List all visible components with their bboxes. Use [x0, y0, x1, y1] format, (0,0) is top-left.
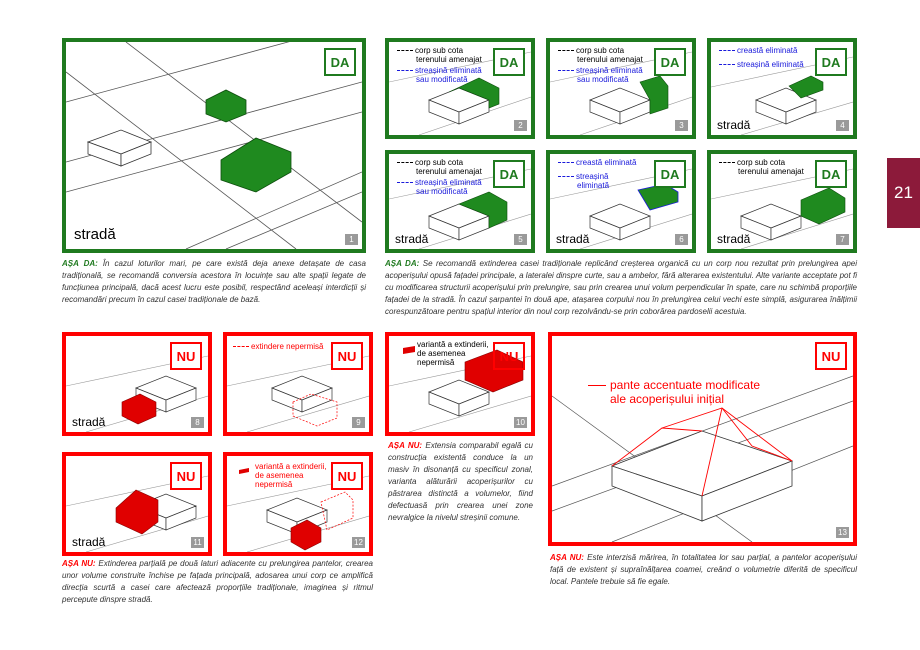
panel-number: 6: [675, 234, 688, 245]
panel-11-drawing: [66, 475, 208, 552]
da-tag: DA: [324, 48, 356, 76]
street-label: stradă: [717, 232, 751, 246]
caption-4-head: AȘA NU:: [388, 441, 423, 450]
panel-number: 4: [836, 120, 849, 131]
page-number-tab: 21: [887, 158, 920, 228]
panel-11: NU stradă 11: [62, 452, 212, 556]
panel-4-drawing: [711, 56, 853, 135]
nu-tag: NU: [815, 342, 847, 370]
panel-6-drawing: [550, 168, 692, 249]
caption-2-text: Se recomandă extinderea casei tradiționa…: [385, 259, 857, 316]
panel-9: extindere nepermisă NU 9: [223, 332, 373, 436]
da-tag: DA: [815, 48, 847, 76]
label-eave-removed: streașină eliminată: [719, 60, 804, 69]
street-label: stradă: [72, 415, 106, 429]
panel-number: 9: [352, 417, 365, 428]
street-label: stradă: [395, 232, 429, 246]
panel-number: 1: [345, 234, 358, 245]
panel-number: 13: [836, 527, 849, 538]
da-tag: DA: [493, 48, 525, 76]
nu-tag: NU: [170, 342, 202, 370]
panel-number: 5: [514, 234, 527, 245]
panel-7-drawing: [711, 168, 853, 249]
nu-tag: NU: [493, 342, 525, 370]
panel-number: 11: [191, 537, 204, 548]
panel-number: 8: [191, 417, 204, 428]
label-not-permitted: extindere nepermisă: [233, 342, 323, 351]
da-tag: DA: [815, 160, 847, 188]
caption-1-text: În cazul loturilor mari, pe care există …: [62, 259, 366, 304]
caption-1: AȘA DA: În cazul loturilor mari, pe care…: [62, 258, 366, 306]
page-number: 21: [894, 183, 913, 202]
panel-5-drawing: [389, 168, 531, 249]
caption-4: AȘA NU: Extensia comparabil egală cu con…: [388, 440, 533, 524]
caption-5: AȘA NU: Este interzisă mărirea, în total…: [550, 552, 857, 588]
panel-4: creastă eliminată streașină eliminată DA…: [707, 38, 857, 139]
panel-3-drawing: [550, 51, 692, 135]
panel-12-drawing: [227, 468, 369, 552]
da-tag: DA: [493, 160, 525, 188]
caption-2-head: AȘA DA:: [385, 259, 420, 268]
caption-3-text: Extinderea parțială pe două laturi adiac…: [62, 559, 373, 604]
street-label: stradă: [74, 226, 116, 243]
caption-5-text: Este interzisă mărirea, în totalitatea l…: [550, 553, 857, 586]
label-ridge-removed: creastă eliminată: [558, 158, 636, 167]
caption-5-head: AȘA NU:: [550, 553, 584, 562]
nu-tag: NU: [331, 342, 363, 370]
panel-13-drawing: [552, 375, 853, 542]
panel-1: DA stradă 1: [62, 38, 366, 253]
caption-4-text: Extensia comparabil egală cu construcția…: [388, 441, 533, 522]
panel-number: 2: [514, 120, 527, 131]
street-label: stradă: [72, 535, 106, 549]
panel-10-drawing: [389, 346, 531, 432]
caption-1-head: AȘA DA:: [62, 259, 98, 268]
panel-2-drawing: [389, 51, 531, 135]
panel-number: 10: [514, 417, 527, 428]
label-ridge-removed: creastă eliminată: [719, 46, 797, 55]
caption-3-head: AȘA NU:: [62, 559, 96, 568]
panel-number: 3: [675, 120, 688, 131]
street-label: stradă: [556, 232, 590, 246]
caption-2: AȘA DA: Se recomandă extinderea casei tr…: [385, 258, 857, 318]
street-label: stradă: [717, 118, 751, 132]
panel-number: 12: [352, 537, 365, 548]
da-tag: DA: [654, 160, 686, 188]
panel-1-drawing: [66, 42, 362, 249]
nu-tag: NU: [170, 462, 202, 490]
caption-3: AȘA NU: Extinderea parțială pe două latu…: [62, 558, 373, 606]
da-tag: DA: [654, 48, 686, 76]
panel-8: NU stradă 8: [62, 332, 212, 436]
panel-number: 7: [836, 234, 849, 245]
nu-tag: NU: [331, 462, 363, 490]
panel-9-drawing: [227, 355, 369, 432]
